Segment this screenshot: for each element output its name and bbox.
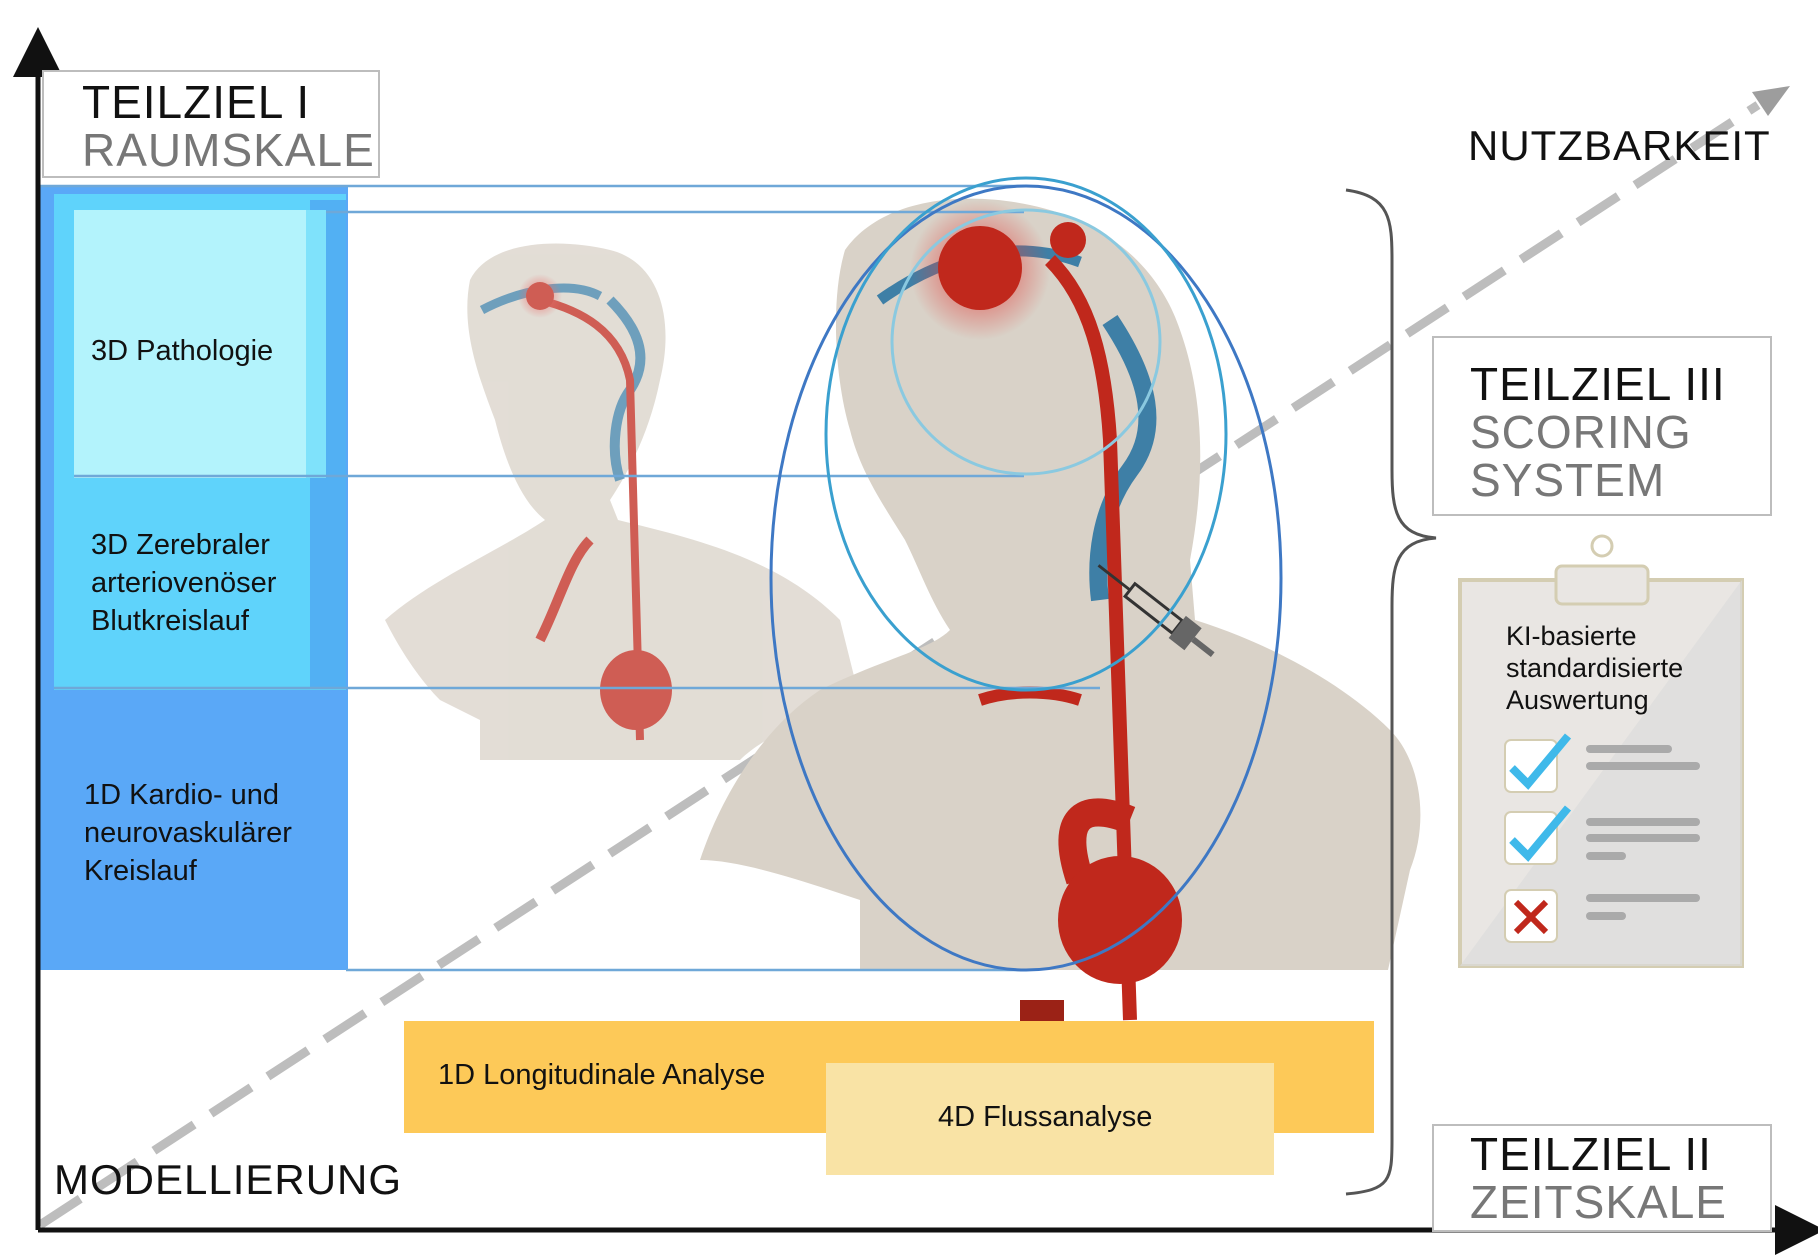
spatial-label-kreislauf: 1D Kardio- und neurovaskulärer Kreislauf xyxy=(84,779,292,887)
teilziel-2-title: TEILZIEL II xyxy=(1470,1128,1712,1180)
teilziel-3-box: TEILZIEL III SCORING SYSTEM xyxy=(1432,336,1772,516)
checkmark-icon xyxy=(1509,733,1572,790)
large-anatomy-figure xyxy=(700,198,1421,1040)
syringe-icon xyxy=(1097,564,1215,658)
spatial-label-zerebral: 3D Zerebraler arteriovenöser Blutkreisla… xyxy=(91,529,277,637)
teilziel-3-subtitle-line2: SYSTEM xyxy=(1470,454,1666,506)
teilziel-1-title: TEILZIEL I xyxy=(82,76,311,128)
cross-icon xyxy=(1513,899,1549,935)
spatial-bands xyxy=(36,186,348,970)
teilziel-1-subtitle: RAUMSKALE xyxy=(82,124,375,176)
zoom-ellipses xyxy=(769,176,1283,972)
temporal-label-4d: 4D Flussanalyse xyxy=(938,1101,1153,1133)
checklist xyxy=(1504,733,1700,943)
teilziel-2-subtitle: ZEITSKALE xyxy=(1470,1176,1727,1228)
teilziel-3-subtitle-line1: SCORING xyxy=(1470,406,1692,458)
checkmark-icon xyxy=(1509,805,1572,862)
temporal-label-longitudinal: 1D Longitudinale Analyse xyxy=(438,1059,766,1091)
y-axis-label: MODELLIERUNG xyxy=(54,1156,403,1203)
scoring-brace xyxy=(1345,188,1437,1196)
temporal-bar-4d xyxy=(826,1063,1274,1175)
spatial-label-pathologie: 3D Pathologie xyxy=(91,335,274,367)
diagonal-axis-label: NUTZBARKEIT xyxy=(1468,122,1771,169)
clipboard-text: KI-basierte standardisierte Auswertung xyxy=(1506,621,1684,715)
teilziel-3-title: TEILZIEL III xyxy=(1470,358,1726,410)
band-3d-pathologie xyxy=(74,210,310,478)
teilziel-1-box: TEILZIEL I RAUMSKALE xyxy=(42,70,380,178)
connector-lines xyxy=(36,184,1100,972)
band-3d-pathologie-edge xyxy=(306,210,326,478)
small-anatomy-figure xyxy=(385,243,860,761)
teilziel-2-box: TEILZIEL II ZEITSKALE xyxy=(1432,1124,1772,1232)
